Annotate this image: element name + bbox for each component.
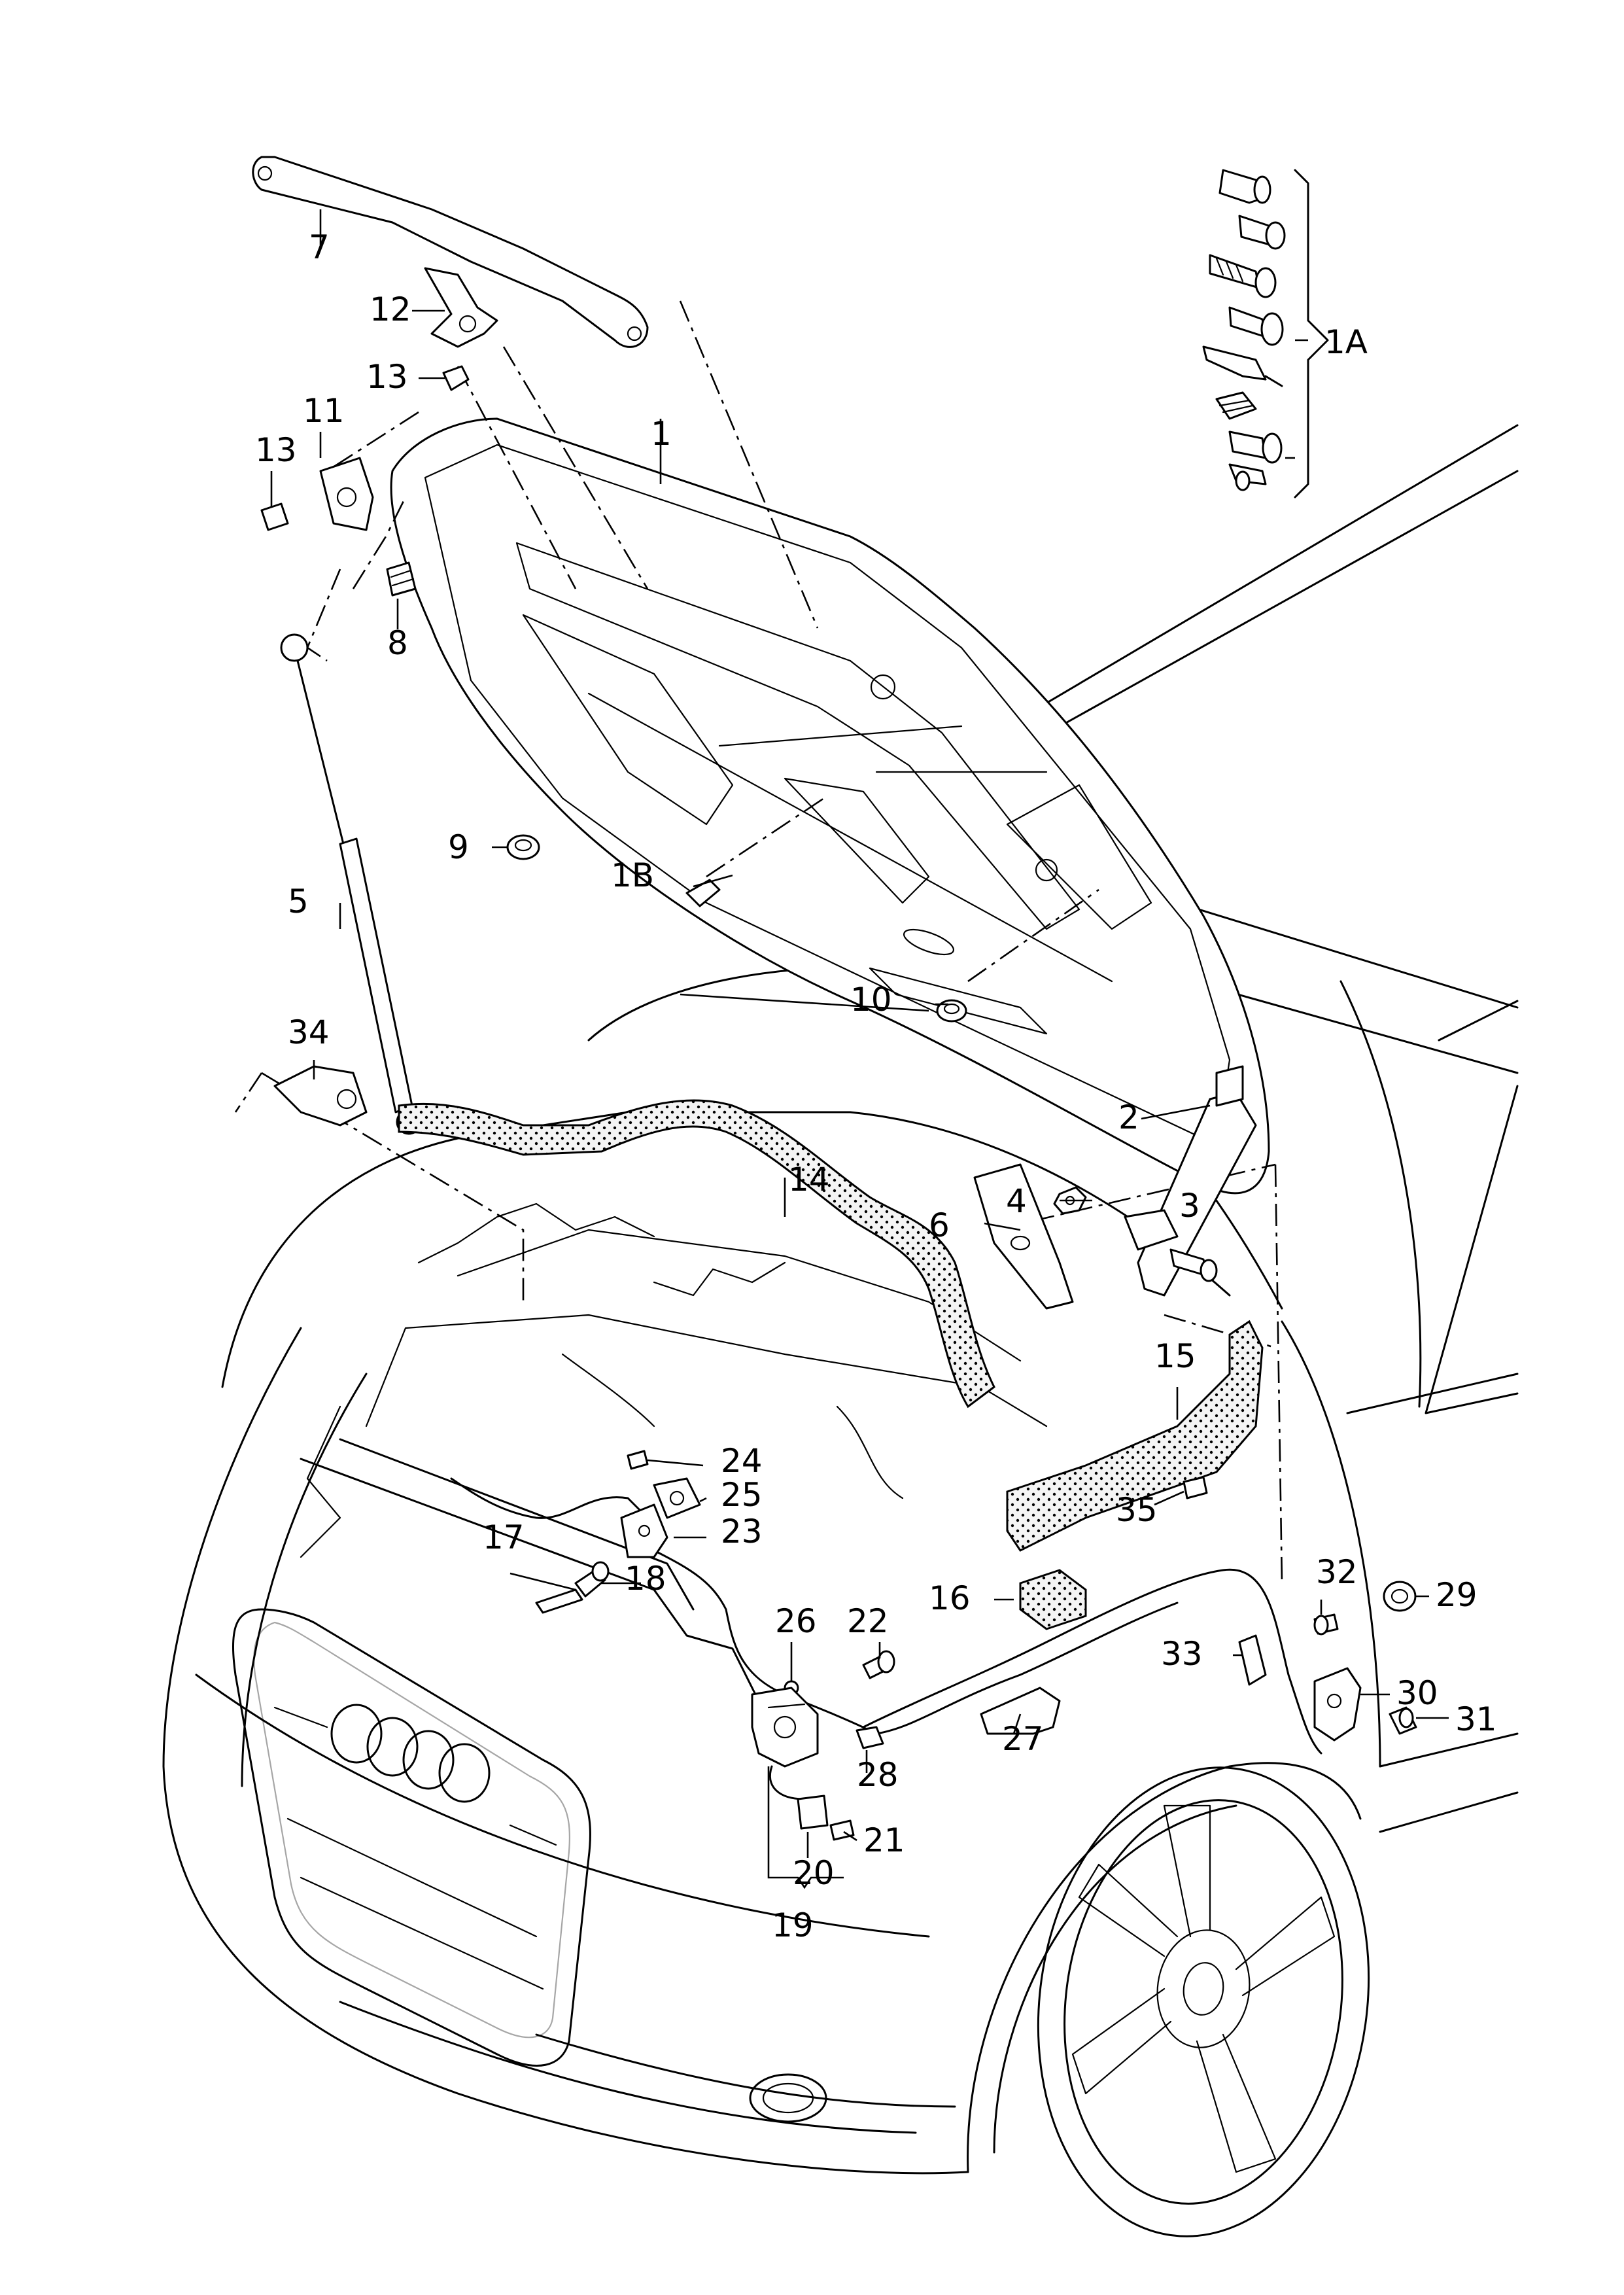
- callout-13-upper: 13: [366, 358, 408, 396]
- callout-13-left: 13: [255, 431, 297, 469]
- part-23-latch-cable-housing: [620, 1503, 668, 1558]
- part-34-bracket: [273, 1065, 368, 1127]
- part-35-clip: [1183, 1476, 1208, 1499]
- callout-24: 24: [721, 1442, 763, 1480]
- leader-lines: [270, 209, 1449, 1889]
- bolt-1-icon: [1218, 169, 1271, 204]
- part-3-bolt: [1169, 1248, 1218, 1282]
- callout-10: 10: [850, 981, 892, 1019]
- callout-23: 23: [721, 1513, 763, 1550]
- part-27-guide: [980, 1687, 1061, 1735]
- part-16-foam-block: [1019, 1569, 1087, 1630]
- callout-21: 21: [863, 1821, 905, 1859]
- bolt-4-icon: [1228, 306, 1284, 346]
- clip-icon: [1215, 391, 1257, 420]
- part-25-bracket: [653, 1477, 701, 1519]
- expanding-nut-icon: [1228, 430, 1283, 464]
- callout-25: 25: [721, 1476, 763, 1514]
- callout-1: 1: [651, 415, 672, 453]
- callout-34: 34: [288, 1013, 330, 1051]
- callout-20: 20: [793, 1854, 835, 1892]
- part-30-handle-bracket: [1313, 1667, 1362, 1742]
- push-rivet-icon: [1228, 463, 1267, 491]
- callout-33: 33: [1161, 1635, 1203, 1673]
- part-11-bracket: [319, 457, 374, 531]
- callout-17: 17: [483, 1518, 525, 1556]
- part-6-hinge-cover: [973, 1163, 1074, 1310]
- release-cables: [450, 1477, 1322, 1755]
- part-19-hood-lock: [751, 1687, 819, 1768]
- audi-rings-logo: [330, 1704, 491, 1803]
- part-32-screw: [1313, 1613, 1339, 1636]
- rivet-icon: [1202, 345, 1283, 387]
- callout-35: 35: [1116, 1491, 1158, 1529]
- callout-32: 32: [1316, 1553, 1358, 1591]
- callout-1A: 1A: [1324, 323, 1368, 361]
- callout-27: 27: [1002, 1720, 1044, 1758]
- callout-12: 12: [370, 290, 411, 328]
- callout-7: 7: [309, 228, 330, 266]
- callout-19: 19: [772, 1906, 814, 1944]
- hood-panel: [390, 417, 1270, 1195]
- callout-31: 31: [1455, 1700, 1497, 1738]
- bolt-3-icon: [1209, 254, 1277, 298]
- callout-4: 4: [1006, 1182, 1027, 1220]
- part-20-microswitch: [769, 1765, 829, 1830]
- part-13-clip-nut-upper: [442, 365, 470, 391]
- callout-22: 22: [847, 1602, 889, 1640]
- callout-9: 9: [448, 828, 469, 866]
- part-12-striker: [424, 267, 498, 348]
- callout-29: 29: [1436, 1576, 1477, 1614]
- front-grille: [232, 1608, 591, 2067]
- part-2-hinge: [1124, 1065, 1257, 1297]
- callout-18: 18: [625, 1560, 666, 1598]
- part-29-grommet: [1383, 1581, 1417, 1612]
- callout-8: 8: [387, 624, 408, 662]
- callout-labels: 7 12 13 11 13 1 8 9 1B 5 10 34 2 4 14 3 …: [255, 228, 1497, 1944]
- part-28-clip: [855, 1726, 884, 1749]
- car-body-outline: [162, 424, 1519, 2237]
- callout-3: 3: [1179, 1187, 1200, 1225]
- callout-5: 5: [288, 883, 309, 920]
- callout-2: 2: [1118, 1098, 1139, 1136]
- callout-16: 16: [929, 1579, 971, 1617]
- callout-6: 6: [929, 1206, 950, 1244]
- part-18-bolt: [574, 1561, 610, 1598]
- callout-15: 15: [1154, 1337, 1196, 1375]
- part-13-clip-nut-left: [260, 502, 289, 531]
- part-31-expanding-rivet: [1389, 1706, 1417, 1735]
- part-14-foam-seal: [398, 1099, 995, 1409]
- part-8-buffer: [386, 561, 417, 597]
- part-7-seal-strip: [252, 156, 649, 348]
- callout-1B: 1B: [611, 856, 654, 894]
- part-22-bolt: [862, 1650, 895, 1679]
- callout-11: 11: [303, 392, 345, 430]
- callout-28: 28: [857, 1756, 899, 1794]
- part-24-clip: [627, 1450, 649, 1470]
- callout-30: 30: [1396, 1674, 1438, 1712]
- part-1A-fastener-set: [1202, 169, 1329, 499]
- callout-14: 14: [788, 1161, 830, 1199]
- part-17-cable-end: [535, 1588, 583, 1614]
- part-10-grommet: [936, 999, 967, 1023]
- part-33-release-handle: [1238, 1634, 1267, 1686]
- bolt-2-icon: [1238, 215, 1286, 250]
- callout-26: 26: [775, 1602, 817, 1640]
- part-9-grommet: [506, 834, 540, 860]
- part-15-foam-seal: [1006, 1320, 1264, 1552]
